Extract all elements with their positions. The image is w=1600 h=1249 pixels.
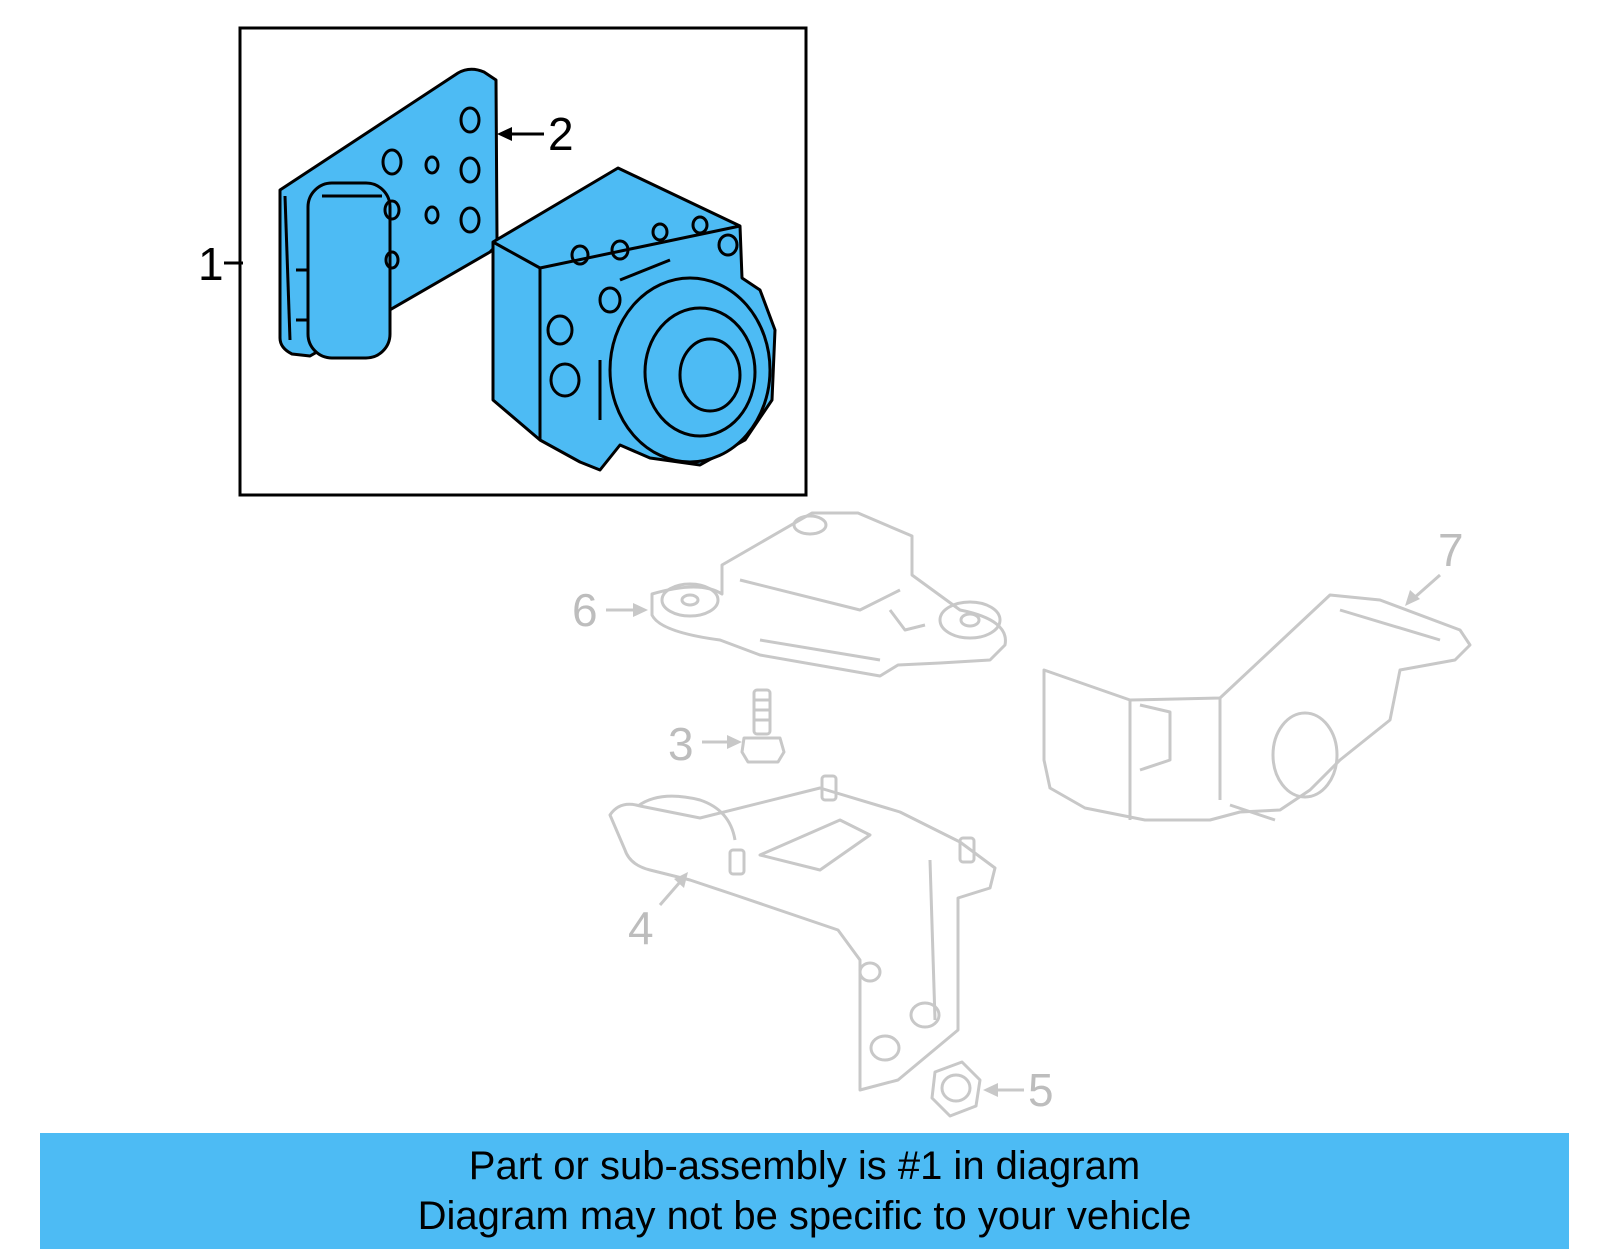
callout-4[interactable]: 4 [628,902,654,954]
part-6-bracket[interactable] [650,511,1007,678]
callout-3[interactable]: 3 [668,718,694,770]
callout-7-leader [1413,573,1441,600]
callout-6-arrowhead [633,603,648,617]
callout-2[interactable]: 2 [548,108,574,160]
callout-2-arrowhead [497,127,512,141]
callout-5-arrowhead [983,1083,998,1097]
callout-6[interactable]: 6 [572,584,598,636]
part-4-bracket[interactable] [608,774,997,1092]
callout-5[interactable]: 5 [1028,1064,1054,1116]
part-7-bracket[interactable] [1042,593,1472,822]
callout-4-arrowhead [674,872,688,888]
control-module[interactable] [278,67,499,360]
hydraulic-unit[interactable] [491,166,777,472]
callout-7[interactable]: 7 [1438,524,1464,576]
part-3-bolt[interactable] [740,688,786,764]
callout-7-arrowhead [1405,590,1420,606]
callout-3-arrowhead [727,735,742,749]
info-banner: Part or sub-assembly is #1 in diagram Di… [40,1133,1569,1249]
callout-4-leader [658,881,682,906]
banner-line-2: Diagram may not be specific to your vehi… [417,1194,1192,1238]
callout-1[interactable]: 1 [198,238,224,290]
part-5-nut[interactable] [930,1060,982,1118]
banner-line-1: Part or sub-assembly is #1 in diagram [468,1144,1141,1188]
